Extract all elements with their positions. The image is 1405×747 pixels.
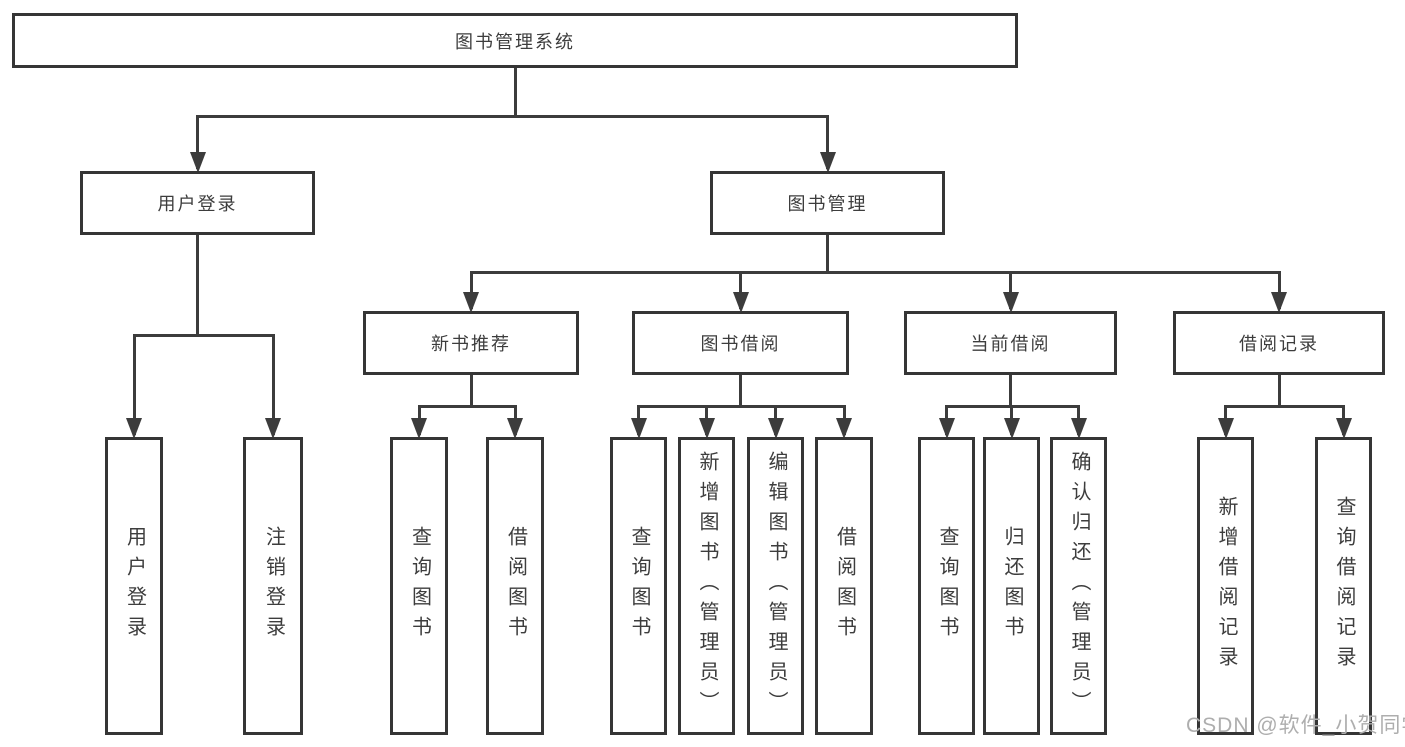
connector-stub-book-borrow [739, 375, 742, 406]
arrowhead-down-icon [411, 418, 427, 439]
arrowhead-down-icon [1002, 292, 1019, 313]
connector-stub-book-mgmt [826, 235, 829, 272]
node-book-mgmt: 图书管理 [710, 171, 945, 235]
connector-stub-user-login [196, 235, 199, 335]
node-label-user-login: 用户登录 [157, 194, 238, 214]
connector-drop-current-borrow [1009, 272, 1012, 309]
node-label-nbr-borrow-book: 借阅图书 [504, 526, 527, 646]
node-label-cb-query-book: 查询图书 [936, 526, 958, 646]
connector-stub-new-book-rec [469, 375, 473, 406]
node-label-nbr-query-book: 查询图书 [408, 526, 431, 646]
connector-bar-book-borrow [637, 404, 846, 408]
arrowhead-down-icon [938, 418, 955, 439]
watermark: CSDN @软件_小贺同学 [1186, 714, 1405, 737]
node-bb-edit-book: 编辑图书（管理员） [747, 437, 804, 735]
arrowhead-down-icon [1217, 418, 1234, 439]
arrowhead-down-icon [265, 418, 281, 439]
connector-bar-user-login [132, 333, 275, 337]
arrowhead-down-icon [1335, 418, 1352, 439]
node-bb-borrow-book: 借阅图书 [815, 437, 873, 735]
node-cb-confirm-return: 确认归还（管理员） [1050, 437, 1107, 735]
connector-drop-borrow-records [1277, 272, 1281, 309]
arrowhead-down-icon [1070, 418, 1087, 439]
connector-drop-leaf-user-login [132, 335, 136, 435]
arrowhead-down-icon [126, 418, 142, 439]
node-br-add-record: 新增借阅记录 [1197, 437, 1254, 735]
node-cb-return-book: 归还图书 [983, 437, 1040, 735]
arrowhead-down-icon [1271, 292, 1287, 313]
node-bb-query-book: 查询图书 [610, 437, 667, 735]
node-label-cb-confirm-return: 确认归还（管理员） [1068, 451, 1090, 721]
connector-bar-borrow-records [1224, 404, 1345, 408]
node-label-current-borrow: 当前借阅 [970, 334, 1051, 354]
arrowhead-down-icon [767, 418, 784, 439]
connector-drop-new-book-rec [469, 272, 473, 309]
connector-drop-user-login [196, 116, 199, 169]
node-label-br-query-record: 查询借阅记录 [1333, 496, 1355, 676]
node-nbr-borrow-book: 借阅图书 [486, 437, 544, 735]
arrowhead-down-icon [189, 152, 206, 173]
node-label-bb-add-book: 新增图书（管理员） [696, 451, 718, 721]
connector-bar-book-mgmt [469, 270, 1281, 274]
connector-stub-borrow-records [1277, 375, 1281, 406]
node-label-bb-query-book: 查询图书 [628, 526, 650, 646]
node-label-leaf-user-login: 用户登录 [123, 526, 146, 646]
connector-bar-root [196, 114, 829, 118]
arrowhead-down-icon [507, 418, 523, 439]
arrowhead-down-icon [463, 292, 479, 313]
node-label-book-borrow: 图书借阅 [700, 334, 781, 354]
node-root: 图书管理系统 [12, 13, 1018, 68]
node-bb-add-book: 新增图书（管理员） [678, 437, 735, 735]
node-label-book-mgmt: 图书管理 [787, 194, 868, 214]
node-current-borrow: 当前借阅 [904, 311, 1117, 375]
arrowhead-down-icon [1003, 418, 1020, 439]
node-label-bb-borrow-book: 借阅图书 [833, 526, 856, 646]
connector-drop-book-borrow [739, 272, 742, 309]
node-label-leaf-logout: 注销登录 [262, 526, 285, 646]
node-br-query-record: 查询借阅记录 [1315, 437, 1372, 735]
connector-stub-current-borrow [1009, 375, 1012, 406]
connector-drop-leaf-logout [271, 335, 275, 435]
arrowhead-down-icon [732, 292, 749, 313]
node-leaf-logout: 注销登录 [243, 437, 303, 735]
node-label-root: 图书管理系统 [455, 31, 575, 52]
node-book-borrow: 图书借阅 [632, 311, 849, 375]
node-new-book-rec: 新书推荐 [363, 311, 579, 375]
arrowhead-down-icon [819, 152, 836, 173]
node-label-cb-return-book: 归还图书 [1001, 526, 1023, 646]
connector-bar-new-book-rec [417, 404, 517, 408]
arrowhead-down-icon [630, 418, 647, 439]
connector-drop-book-mgmt [826, 116, 829, 169]
arrowhead-down-icon [836, 418, 852, 439]
node-label-borrow-records: 借阅记录 [1239, 334, 1319, 354]
node-leaf-user-login: 用户登录 [105, 437, 163, 735]
node-cb-query-book: 查询图书 [918, 437, 975, 735]
arrowhead-down-icon [698, 418, 715, 439]
connector-stub-root [513, 68, 517, 116]
node-nbr-query-book: 查询图书 [390, 437, 448, 735]
node-user-login: 用户登录 [80, 171, 315, 235]
node-label-bb-edit-book: 编辑图书（管理员） [765, 451, 787, 721]
node-label-new-book-rec: 新书推荐 [431, 334, 511, 354]
node-label-br-add-record: 新增借阅记录 [1215, 496, 1237, 676]
node-borrow-records: 借阅记录 [1173, 311, 1385, 375]
